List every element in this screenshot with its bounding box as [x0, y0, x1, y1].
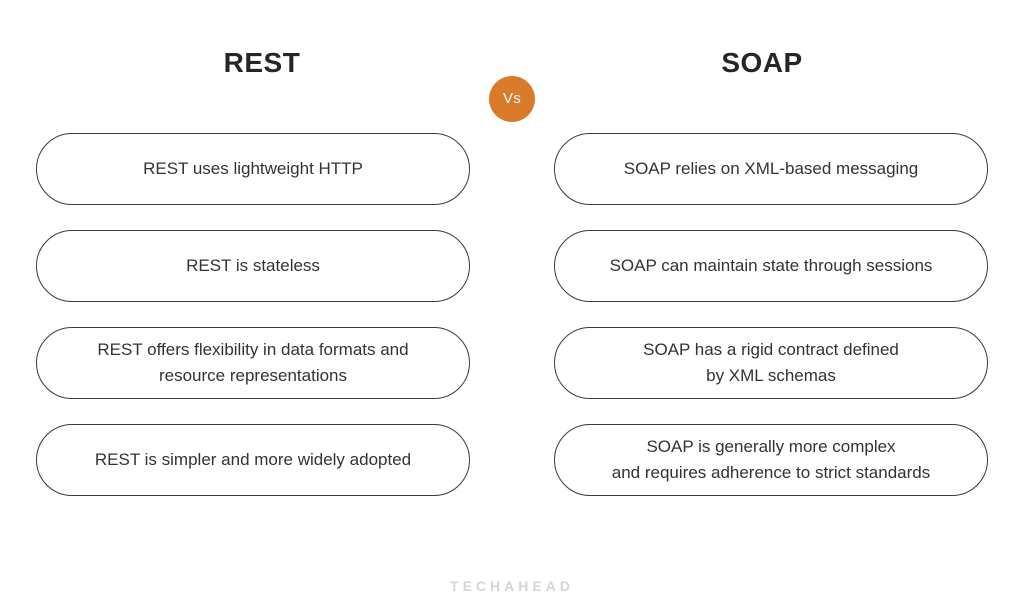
comparison-row: REST offers flexibility in data formats … — [0, 327, 1024, 399]
pill-label: SOAP relies on XML-based messaging — [623, 159, 919, 178]
comparison-header: REST Vs SOAP — [0, 38, 1024, 122]
pill-label: REST uses lightweight HTTP — [143, 159, 363, 178]
pill-label: REST is simpler and more widely adopted — [94, 450, 412, 469]
comparison-row: REST is simpler and more widely adopted … — [0, 424, 1024, 496]
pill-label: SOAP has a rigid contract defined by XML… — [643, 340, 899, 385]
soap-point-4: SOAP is generally more complex and requi… — [554, 424, 988, 496]
comparison-grid: REST uses lightweight HTTP SOAP relies o… — [0, 133, 1024, 521]
pill-label: SOAP is generally more complex and requi… — [611, 437, 931, 482]
rest-point-3: REST offers flexibility in data formats … — [36, 327, 470, 399]
column-title-rest: REST — [223, 47, 301, 78]
column-title-soap: SOAP — [721, 47, 803, 78]
vs-badge: Vs — [489, 76, 535, 122]
rest-point-2: REST is stateless — [36, 230, 470, 302]
comparison-row: REST uses lightweight HTTP SOAP relies o… — [0, 133, 1024, 205]
soap-point-1: SOAP relies on XML-based messaging — [554, 133, 988, 205]
pill-label: REST offers flexibility in data formats … — [97, 340, 409, 385]
soap-point-2: SOAP can maintain state through sessions — [554, 230, 988, 302]
rest-point-4: REST is simpler and more widely adopted — [36, 424, 470, 496]
pill-label: REST is stateless — [186, 256, 320, 275]
pill-label: SOAP can maintain state through sessions — [609, 256, 933, 275]
brand-watermark: TECHAHEAD — [450, 578, 574, 594]
comparison-row: REST is stateless SOAP can maintain stat… — [0, 230, 1024, 302]
soap-point-3: SOAP has a rigid contract defined by XML… — [554, 327, 988, 399]
rest-point-1: REST uses lightweight HTTP — [36, 133, 470, 205]
